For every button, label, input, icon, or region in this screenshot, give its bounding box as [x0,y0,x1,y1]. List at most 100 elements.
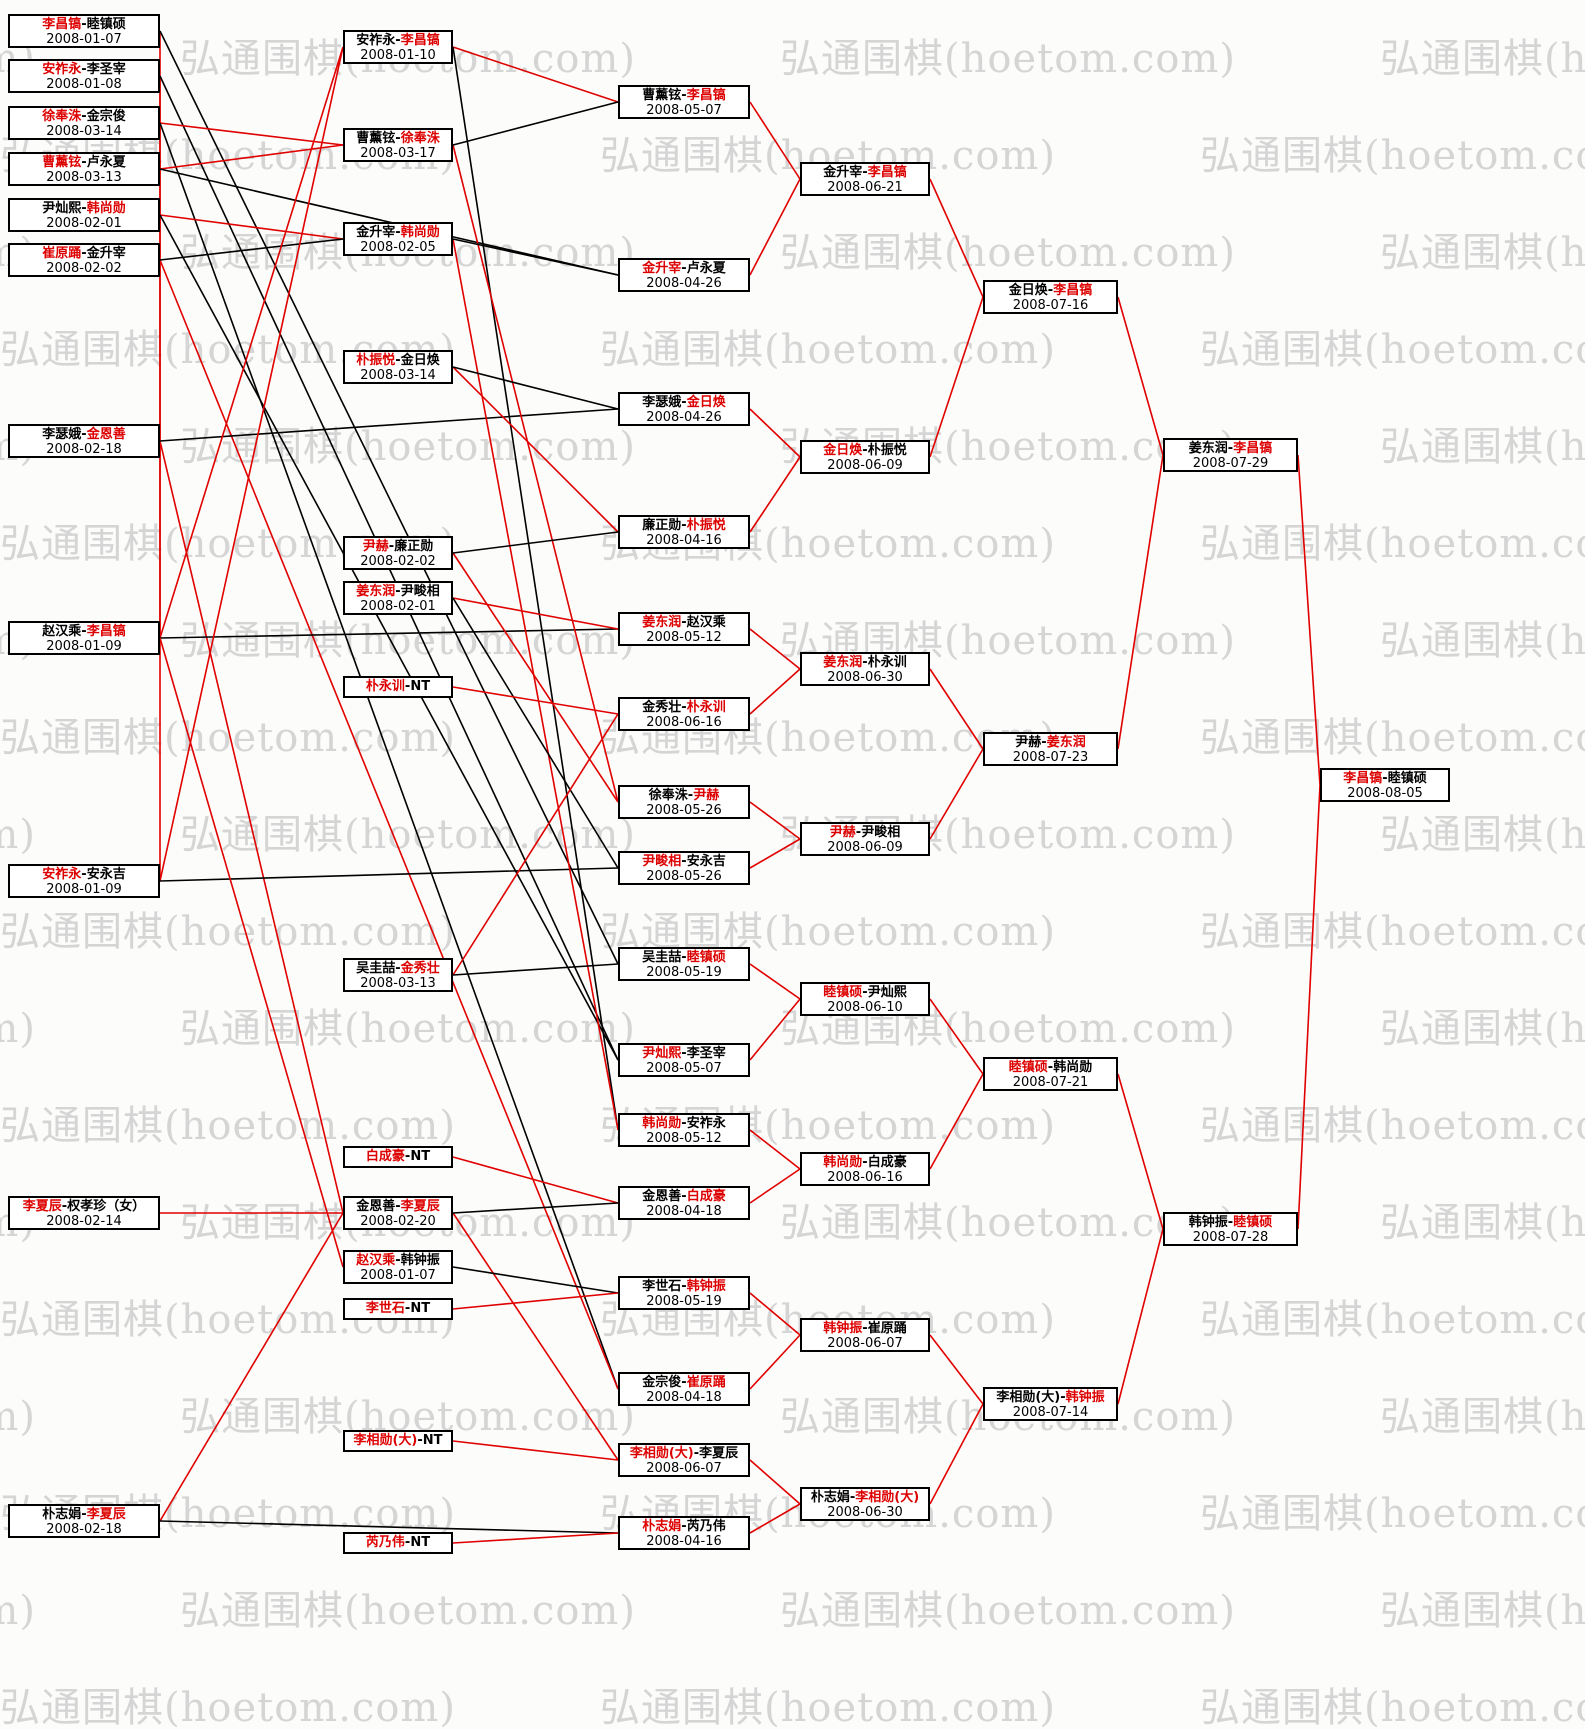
match-players: 尹赫-廉正勋 [345,539,451,554]
players-separator: - [395,131,401,146]
match-players: 李相勋(大)-韩钟振 [985,1390,1116,1405]
match-players: 朴永训-NT [345,679,451,694]
player1-name: 芮乃伟 [365,1535,405,1550]
players-separator: - [681,1375,687,1390]
match-players: 金宗俊-崔原踊 [620,1375,748,1390]
players-separator: - [681,261,687,276]
match-date: 2008-04-18 [646,1204,722,1219]
match-players: 金升宰-李昌镐 [802,165,928,180]
player1-name: 朴志娟 [642,1519,682,1534]
player2-name: 白成豪 [686,1189,726,1204]
winner-path-line [452,713,619,976]
players-separator: - [395,33,401,48]
winner-path-line [452,1532,619,1544]
winner-path-line [749,1129,801,1170]
player1-name: 金升宰 [642,261,682,276]
player2-name: NT [410,679,431,694]
match-players: 曹薰铉-徐奉洙 [345,131,451,146]
players-separator: - [681,395,687,410]
player2-name: 睦镇硕 [1387,771,1427,786]
match-players: 姜东润-赵汉乘 [620,615,748,630]
match-date: 2008-01-09 [46,882,122,897]
match-date: 2008-02-20 [360,1214,436,1229]
player1-name: 白成豪 [365,1149,405,1164]
loser-path-line [159,214,619,1061]
player2-name: 韩钟振 [400,1253,440,1268]
player2-name: 权孝珍（女） [67,1199,146,1214]
match-players: 徐奉洙-尹赫 [620,788,748,803]
match-players: 李昌镐-睦镇硕 [1322,771,1448,786]
match-date: 2008-07-23 [1012,750,1089,765]
player1-name: 金秀壮 [642,700,682,715]
player2-name: NT [422,1433,443,1448]
winner-path-line [159,259,619,1390]
match-date: 2008-06-10 [827,1000,903,1015]
loser-path-line [159,238,344,261]
winner-path-line [929,1073,984,1170]
loser-path-line [159,408,619,442]
players-separator: - [388,539,395,554]
player2-name: 姜东润 [1046,735,1086,750]
players-separator: - [81,155,87,170]
match-players: 尹灿熙-李圣宰 [620,1046,748,1061]
player2-name: 李昌镐 [686,88,726,103]
match-date: 2008-06-21 [827,180,903,195]
player1-name: 李瑟娥 [642,395,682,410]
players-separator: - [395,1199,401,1214]
players-separator: - [81,427,87,442]
winner-path-line [452,597,619,630]
match-box: 李相勋(大)-NT [343,1430,453,1452]
match-players: 李瑟娥-金日焕 [620,395,748,410]
player1-name: 姜东润 [356,584,396,599]
player1-name: 李昌镐 [1343,771,1383,786]
players-separator: - [862,443,868,458]
player2-name: 李圣宰 [86,62,126,77]
player1-name: 赵汉乘 [356,1253,396,1268]
match-box: 李世石-NT [343,1298,453,1320]
match-date: 2008-03-13 [46,170,122,185]
player1-name: 韩尚勋 [642,1116,682,1131]
players-separator: - [81,201,87,216]
player2-name: NT [410,1301,431,1316]
match-date: 2008-05-07 [646,103,722,118]
match-players: 尹赫-姜东润 [985,735,1116,750]
loser-path-line [452,366,619,410]
players-separator: - [681,518,687,533]
player1-name: 李昌镐 [42,17,82,32]
loser-path-line [159,1520,619,1534]
winner-path-line [929,668,984,750]
player2-name: 朴永训 [867,655,907,670]
player2-name: 白成豪 [867,1155,907,1170]
players-separator: - [1041,735,1047,750]
winner-path-line [749,838,801,869]
match-date: 2008-03-14 [46,124,122,139]
match-players: 朴志娟-李夏辰 [10,1507,158,1522]
player1-name: 朴志娟 [810,1490,850,1505]
player1-name: 廉正勋 [642,518,682,533]
match-date: 2008-04-26 [646,276,722,291]
match-date: 2008-01-07 [46,32,122,47]
winner-path-line [452,1212,619,1461]
match-date: 2008-06-09 [827,840,903,855]
loser-path-line [452,46,619,1131]
match-date: 2008-05-12 [646,1131,722,1146]
winner-path-line [749,668,801,715]
match-players: 安祚永-李圣宰 [10,62,158,77]
winner-path-line [159,637,344,1268]
match-players: 金升宰-韩尚勋 [345,225,451,240]
